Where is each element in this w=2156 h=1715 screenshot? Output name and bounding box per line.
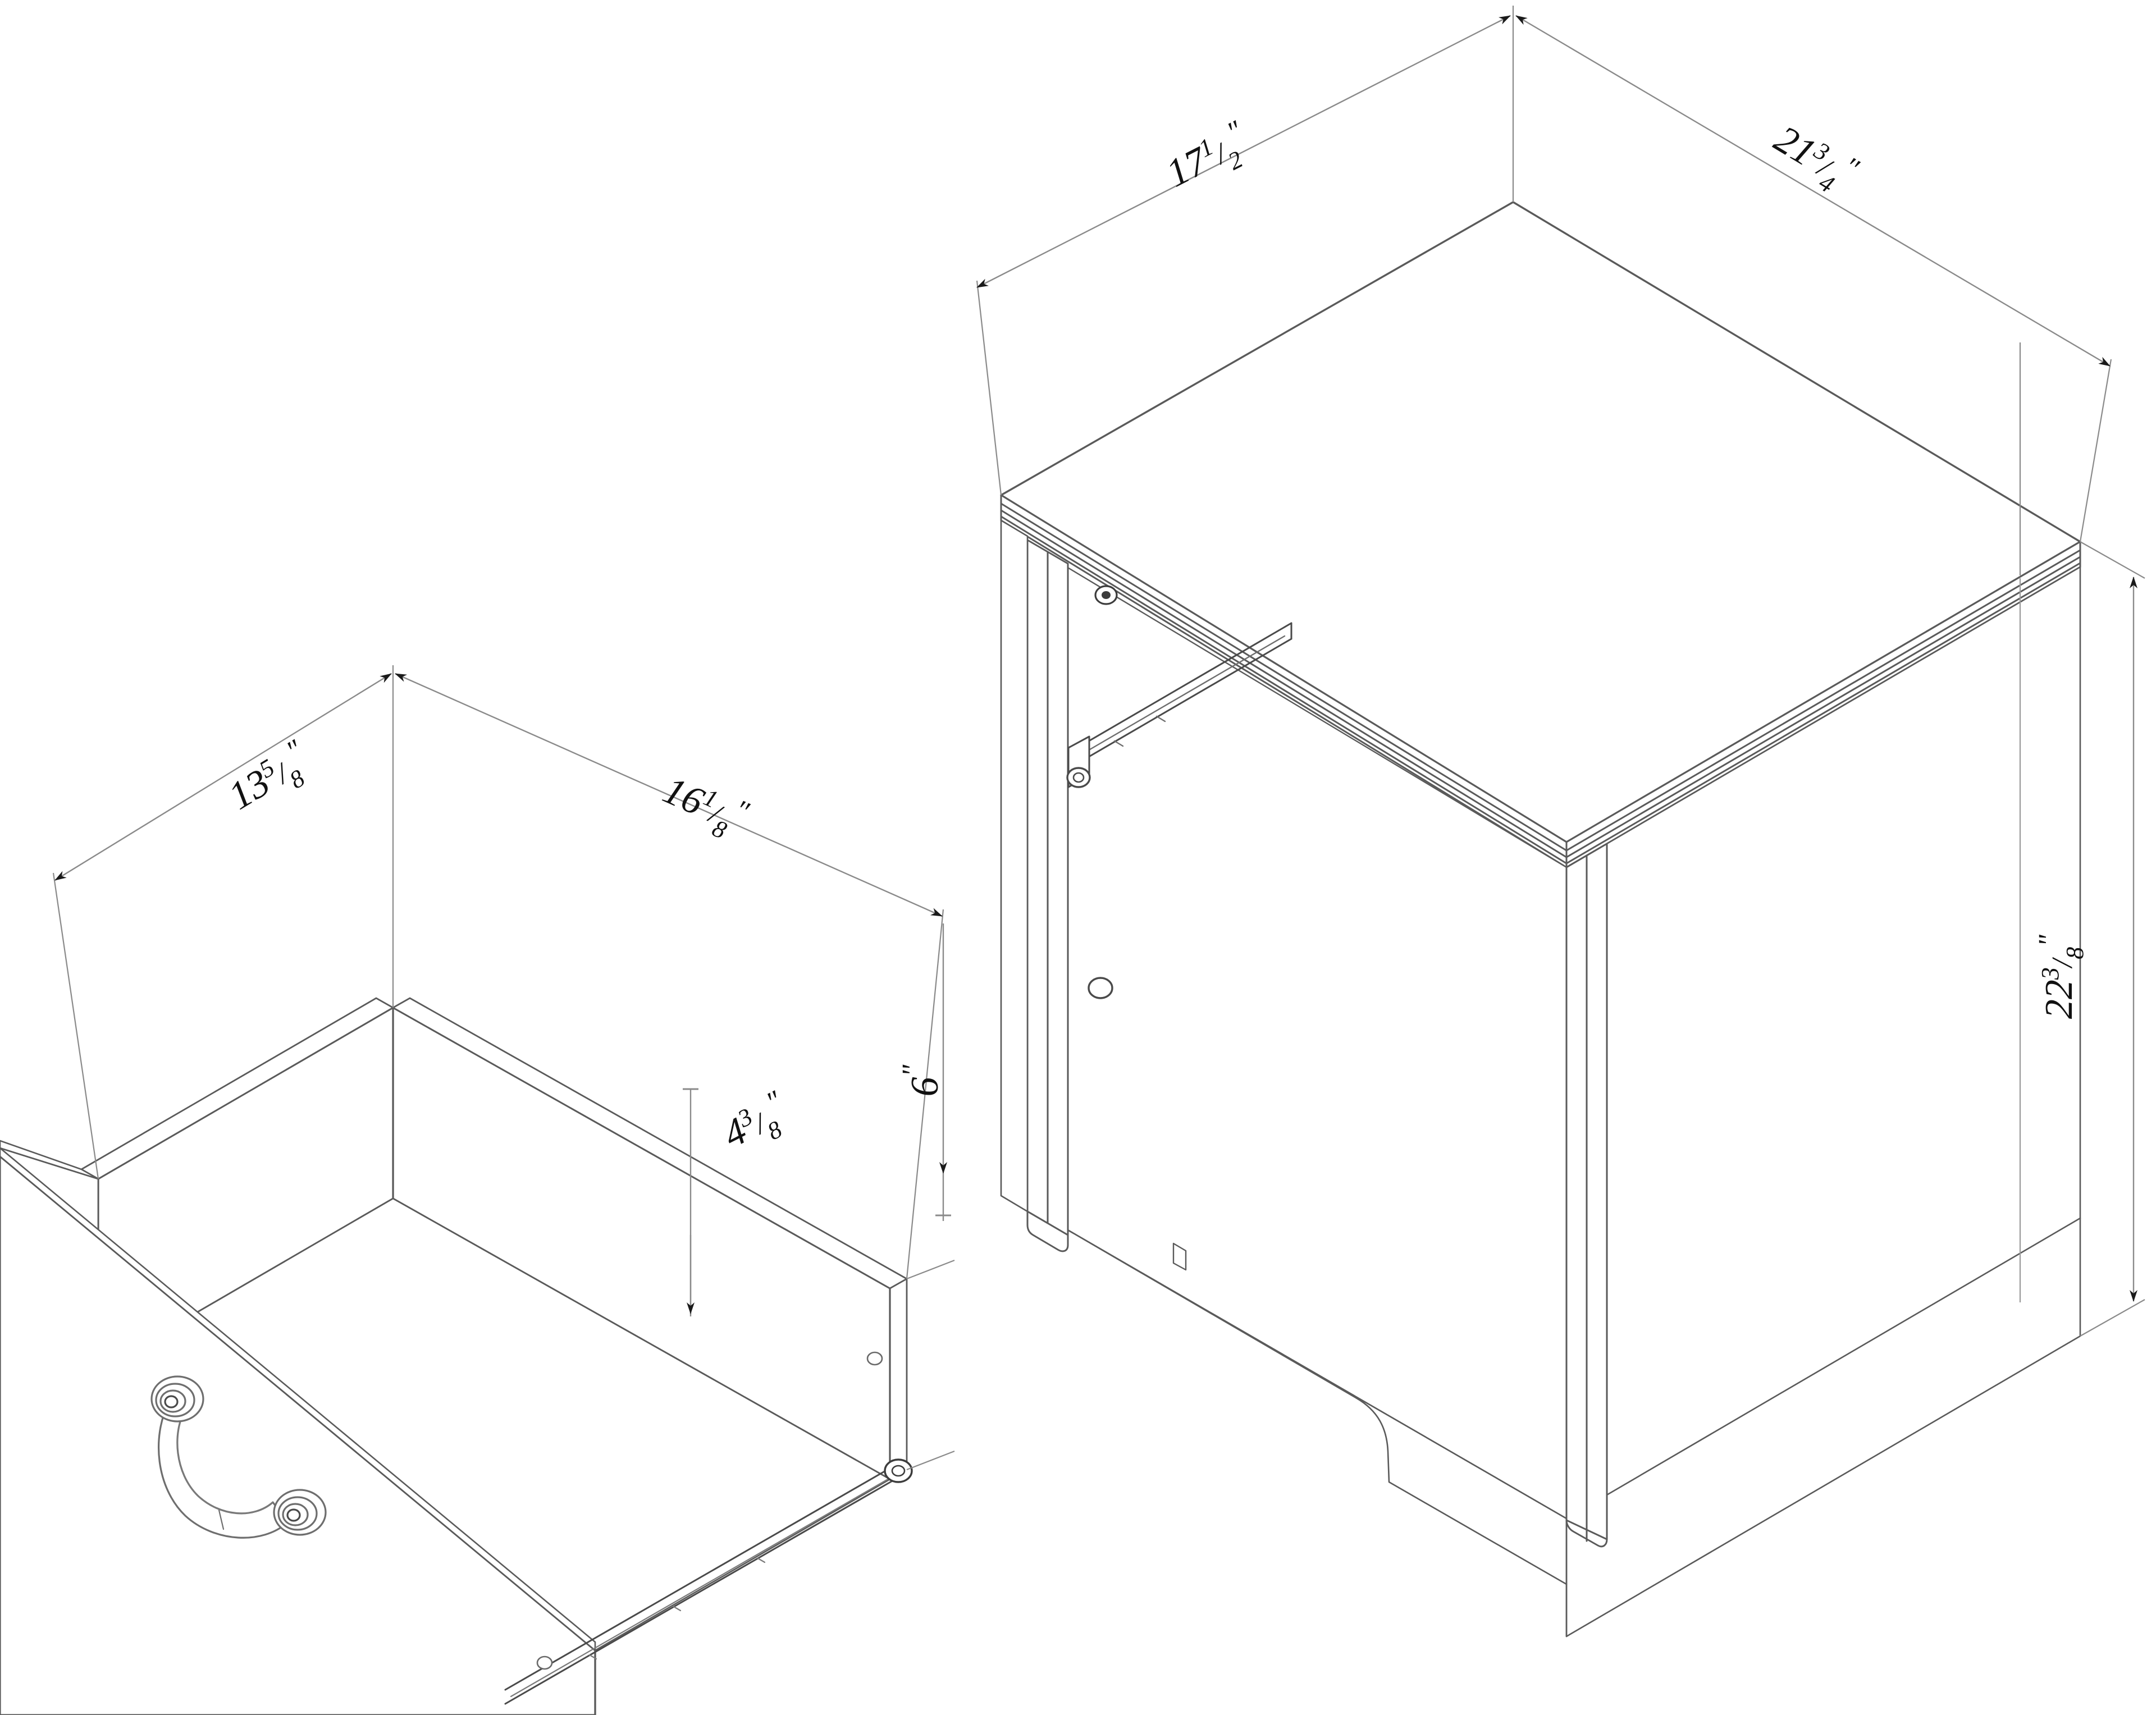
dim-line-drawer-width <box>395 673 943 917</box>
cam-lock-fitting-upper <box>1094 585 1118 605</box>
ext-line-cab-depth-left <box>976 280 1002 496</box>
front-right-leg <box>1565 843 1608 1548</box>
ext-line-drw-width-right <box>906 909 944 1279</box>
svg-text:223/8": 223/8" <box>2033 934 2089 1019</box>
rear-left-leg <box>1000 519 1029 1213</box>
dim-label-drawer-interior: 43/8" <box>714 1085 798 1164</box>
ext-line-drw-top-right <box>906 1259 955 1280</box>
svg-text:135/8": 135/8" <box>219 734 321 825</box>
ext-line-cab-top-right <box>2080 541 2145 579</box>
dim-label-drawer-front-height: 6" <box>897 1064 947 1096</box>
dim-line-cabinet-depth <box>976 15 1511 289</box>
dim-label-cabinet-height: 223/8" <box>2033 934 2089 1019</box>
drawer-fastener-marks <box>536 1351 883 1670</box>
dim-label-drawer-width: 161/8" <box>654 764 754 849</box>
handle-rosette-right <box>273 1489 327 1536</box>
svg-text:43/8": 43/8" <box>714 1085 798 1164</box>
dimension-lines-group <box>52 6 2145 1471</box>
bail-pull-handle <box>150 1375 327 1539</box>
ext-line-drw-mid-right <box>906 1450 955 1471</box>
table-top-edge-left <box>1000 494 1568 868</box>
dim-label-cabinet-depth: 171/2" <box>1158 115 1259 203</box>
decorative-apron <box>1066 1228 1568 1585</box>
dim-line-cabinet-width <box>1515 15 2111 367</box>
ext-line-cab-width-right <box>2079 359 2112 542</box>
drawer-slide-rail-right <box>504 1458 913 1705</box>
ext-line-drw-depth-left <box>52 872 99 1179</box>
cam-lock-fitting-lower <box>1088 977 1113 999</box>
svg-text:171/2": 171/2" <box>1158 115 1259 203</box>
svg-text:6": 6" <box>897 1064 947 1096</box>
nightstand-cabinet-group <box>1000 201 2081 1638</box>
drawer-front-panel <box>0 1147 596 1715</box>
ext-line-cab-bot-right <box>2080 1299 2145 1337</box>
drawer-right-side <box>392 997 908 1480</box>
dim-line-drawer-depth <box>54 673 392 881</box>
dim-label-drawer-depth: 135/8" <box>219 734 321 825</box>
slide-end-cap <box>884 1458 913 1483</box>
cabinet-slide-rail <box>1066 622 1292 788</box>
handle-rosette-left <box>150 1375 204 1423</box>
front-left-leg <box>1026 539 1069 1252</box>
drawer-box-group <box>0 997 913 1715</box>
svg-text:161/8": 161/8" <box>654 764 754 849</box>
